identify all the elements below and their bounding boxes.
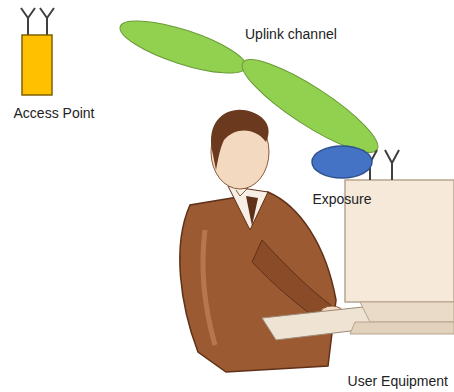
channel-label: Uplink channel [245, 26, 337, 43]
node-label: User Equipment [348, 373, 448, 390]
exposure-zone: Exposure [300, 144, 384, 208]
user-equipment: User Equipment [180, 140, 448, 390]
node-label: Access Point [14, 105, 95, 122]
node-label: Exposure [312, 191, 371, 208]
access-point-box [22, 35, 52, 95]
beam-lobe [115, 10, 251, 83]
exposure-ellipse [312, 146, 372, 178]
ap-antennas [21, 8, 54, 35]
access-point: Access Point [8, 4, 100, 122]
